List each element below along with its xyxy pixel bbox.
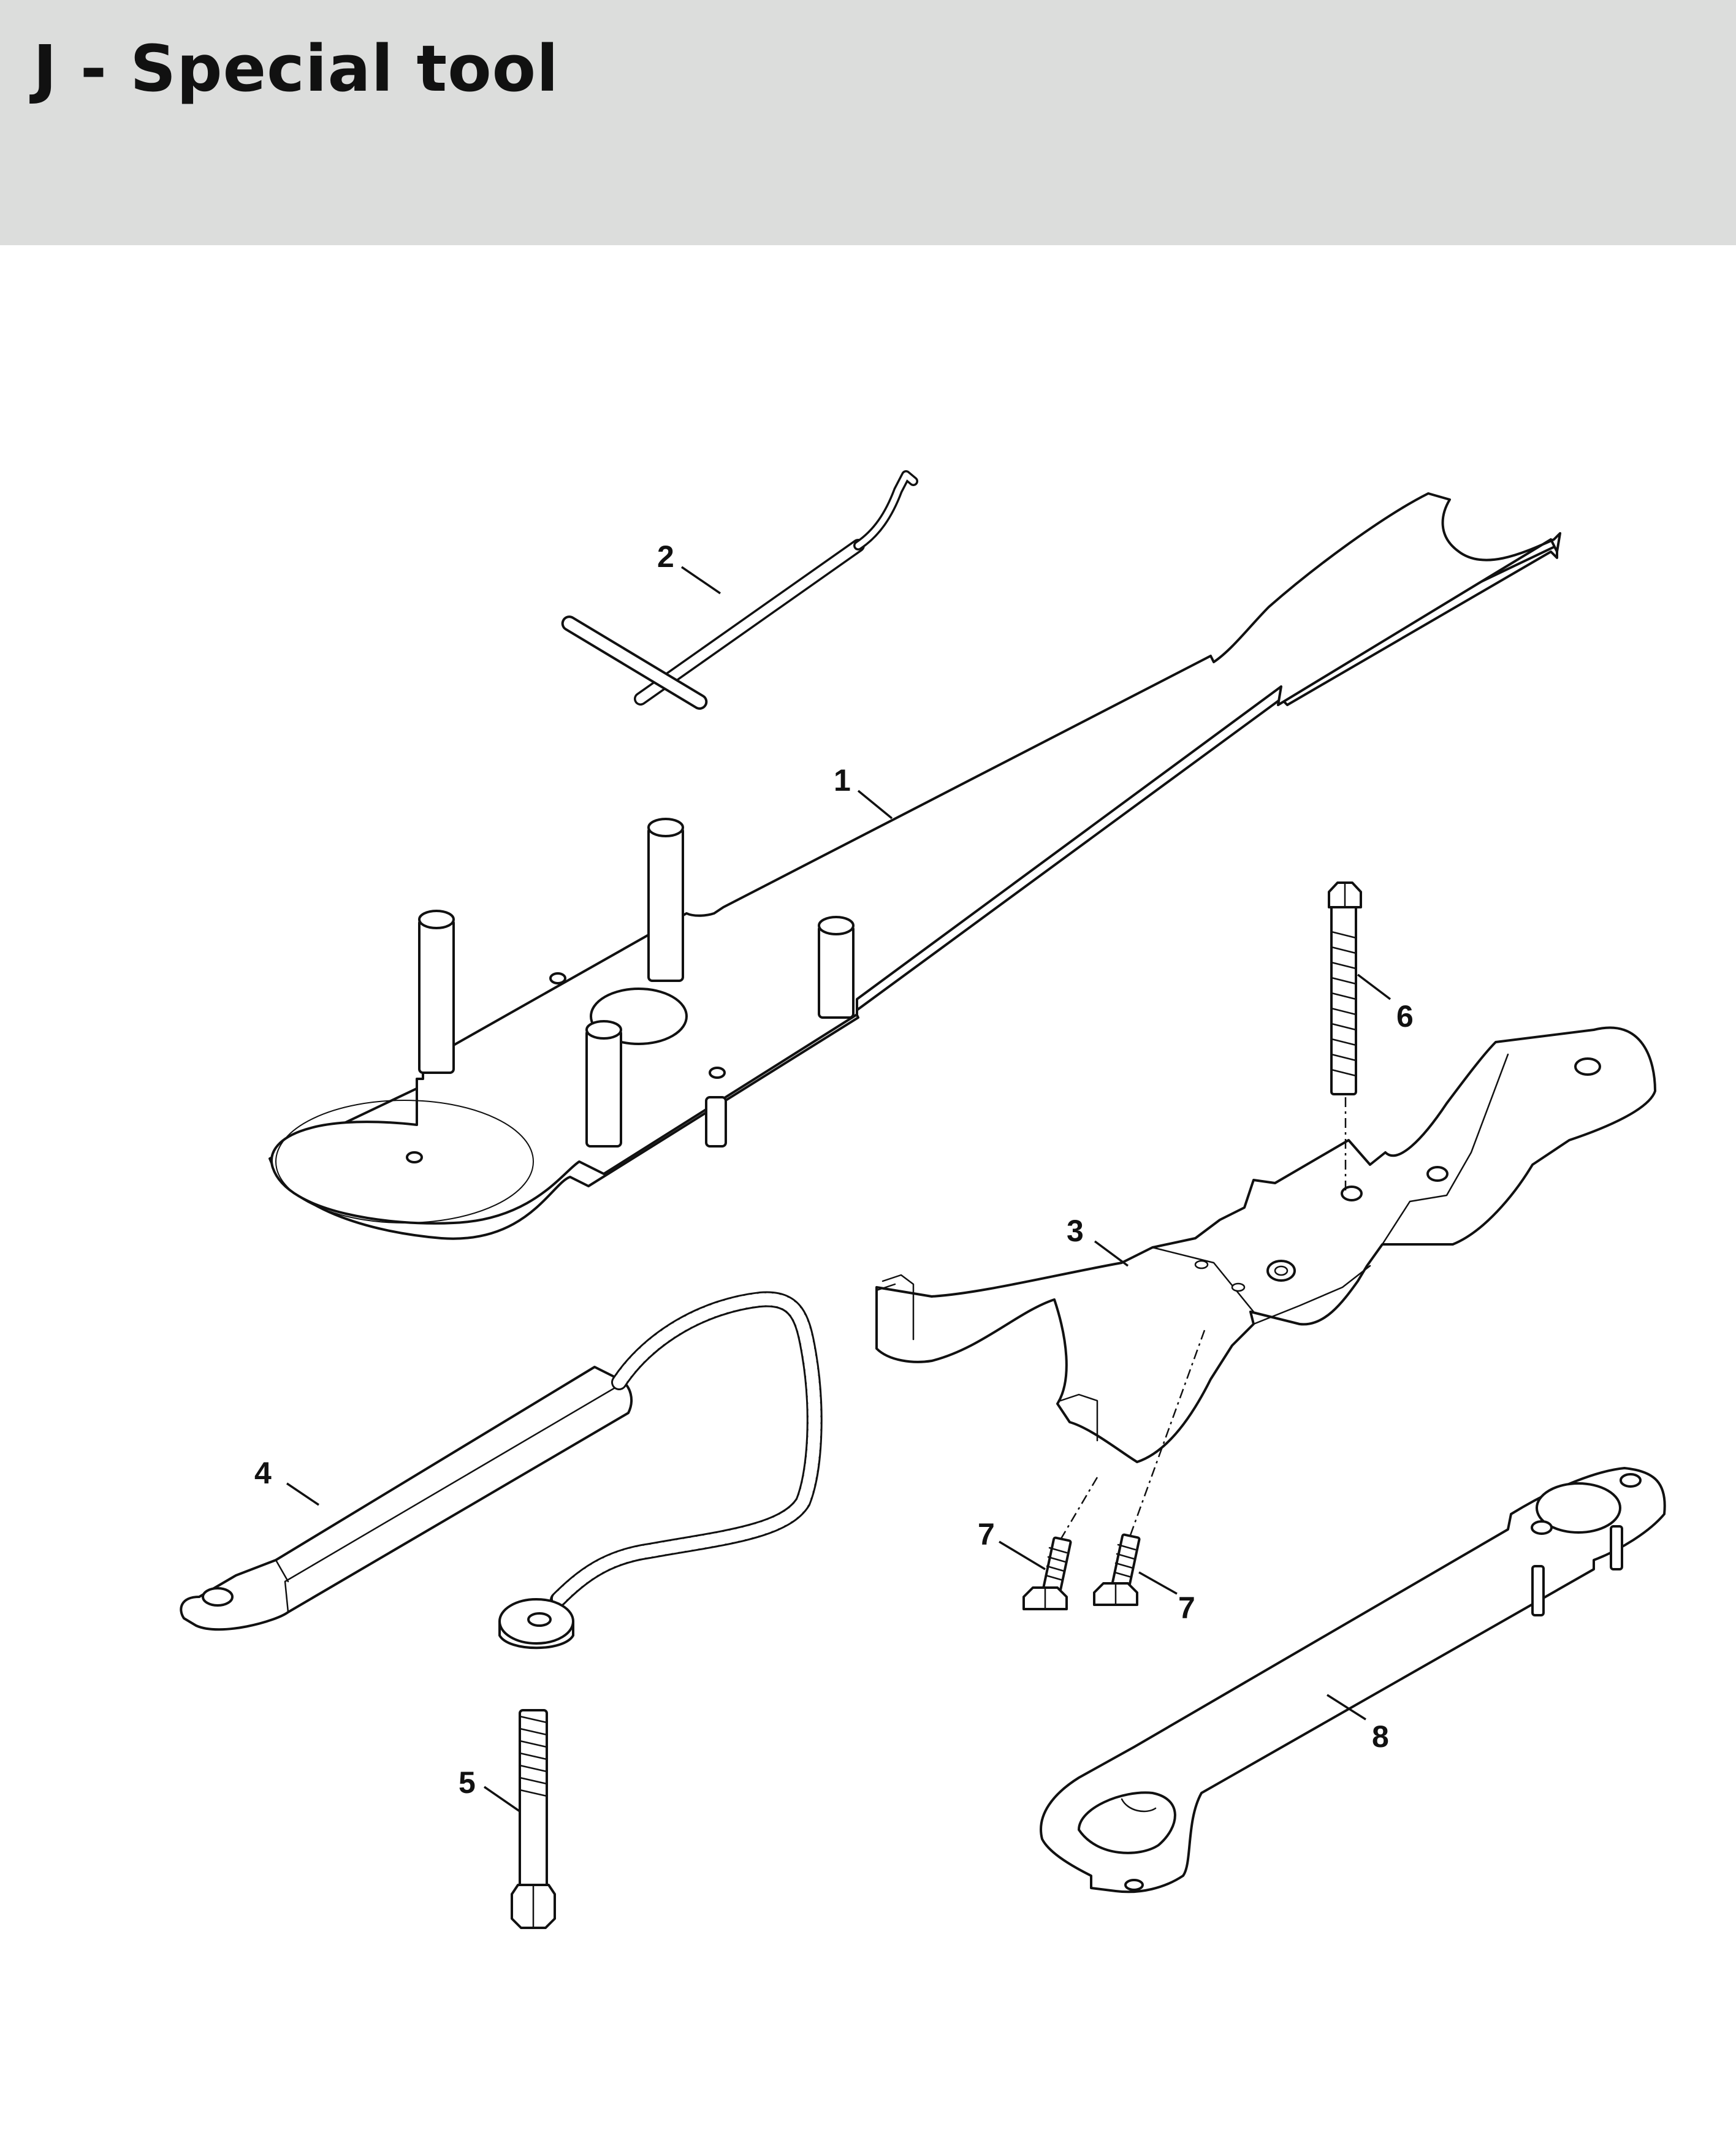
callout-2: 2 (657, 539, 674, 574)
part-1-assembly-tool[interactable] (268, 492, 1561, 1240)
callout-labels: 1 2 3 4 5 6 7 7 8 (254, 539, 1414, 1800)
callout-8: 8 (1372, 1719, 1389, 1754)
part-1-pin-bottom (705, 1096, 727, 1148)
callout-4: 4 (254, 1456, 272, 1490)
part-7-screw-left[interactable] (1022, 1536, 1072, 1610)
leader-5 (484, 1786, 520, 1813)
part-7-screw-right[interactable] (1093, 1533, 1141, 1606)
part-1-pin-right (818, 916, 855, 1019)
callout-5: 5 (459, 1765, 476, 1800)
leader-2 (681, 566, 721, 595)
leader-1 (857, 790, 893, 820)
leader-3 (1094, 1240, 1129, 1267)
leader-lines (286, 566, 1391, 1813)
callout-7-right: 7 (1178, 1591, 1195, 1625)
leader-4 (286, 1482, 319, 1506)
leader-7b (1138, 1571, 1178, 1595)
leader-7a (999, 1540, 1046, 1570)
part-2-hook-tool[interactable] (560, 470, 918, 711)
part-1-pin-front (585, 1020, 622, 1148)
part-1-pin-center (647, 818, 684, 982)
callout-1: 1 (834, 763, 851, 797)
leader-6 (1357, 973, 1391, 1000)
header-bar: J - Special tool (0, 0, 1736, 245)
callout-6: 6 (1396, 999, 1414, 1033)
alignment-lines (1058, 1097, 1347, 1542)
callout-3: 3 (1067, 1214, 1084, 1248)
part-4-strap-with-chain[interactable] (180, 1291, 823, 1650)
part-3-spanner-bracket[interactable] (875, 1026, 1656, 1463)
part-8-double-spanner[interactable] (1040, 1467, 1666, 1894)
part-6-hex-bolt[interactable] (1328, 881, 1362, 1095)
leader-8 (1327, 1694, 1366, 1721)
part-5-hex-bolt[interactable] (511, 1709, 556, 1929)
part-1-pin-left (418, 910, 455, 1074)
callout-7-left: 7 (978, 1517, 995, 1551)
page-title: J - Special tool (33, 31, 559, 106)
